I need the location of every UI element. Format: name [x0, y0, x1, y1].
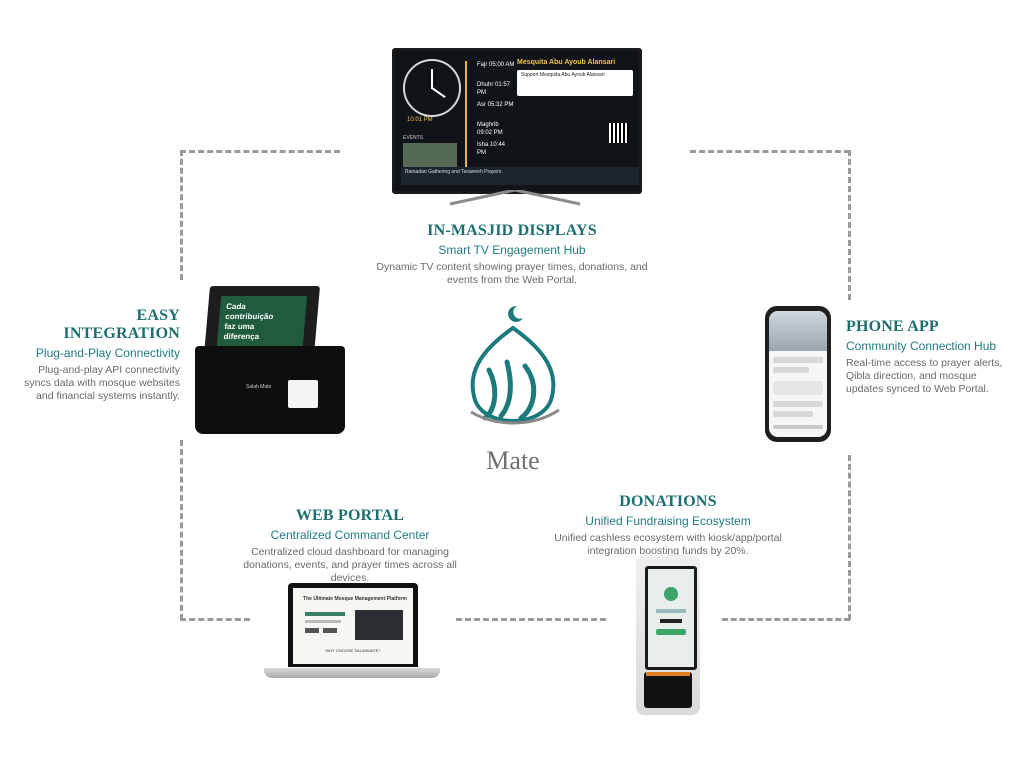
laptop-section-title: WHY CHOOSE SALAHMATE? [325, 648, 381, 653]
connector-bottom-mid [456, 618, 606, 621]
kiosk-body [195, 346, 345, 434]
feature-title: PHONE APP [846, 318, 939, 335]
tv-donation-panel: Mesquita Abu Ayoub Alansari Support Mesq… [517, 59, 633, 96]
clock-icon [403, 59, 461, 117]
feature-subtitle: Smart TV Engagement Hub [438, 243, 586, 257]
feature-title: DONATIONS [619, 493, 717, 510]
connector-right-top [848, 150, 851, 300]
feature-donations: DONATIONS Unified Fundraising Ecosystem … [548, 493, 788, 558]
feature-title: IN-MASJID DISPLAYS [427, 222, 597, 239]
qr-code-icon [609, 123, 629, 143]
card-reader-icon [288, 380, 318, 408]
connector-top-left [180, 150, 340, 153]
laptop-screen: The Ultimate Mosque Management Platform … [293, 588, 413, 664]
kiosk-screen-text: Cada contribuição faz uma diferença [223, 302, 274, 341]
kiosk-brand: Salah Mate [246, 384, 272, 390]
tv-mosque-name: Mesquita Abu Ayoub Alansari [517, 59, 616, 66]
logo-mark-icon [470, 305, 560, 425]
tv-prayer-row: Isha 10:44 PM [477, 142, 506, 156]
connector-bottom-left [180, 618, 250, 621]
laptop-base [264, 668, 440, 678]
feature-description: Dynamic TV content showing prayer times,… [376, 261, 648, 286]
feature-subtitle: Plug-and-Play Connectivity [35, 346, 180, 360]
feature-description: Unified cashless ecosystem with kiosk/ap… [554, 532, 782, 557]
tv-event-card [403, 143, 457, 171]
tv-donation-card: Support Mesquita Abu Ayoub Alansari [517, 70, 633, 96]
connector-left-top [180, 150, 183, 280]
tv-time: 10:01 PM [407, 117, 433, 123]
donation-kiosk-terminal [644, 672, 692, 708]
logo-wordmark: Mate [486, 446, 540, 475]
tv-display: 10:01 PM EVENTS Fajr 05:00 AM Dhuhr 01:5… [392, 48, 642, 194]
phone-hero-image [769, 311, 827, 351]
tv-prayer-row: Asr 05:32 PM [477, 102, 514, 108]
feature-description: Plug-and-play API connectivity syncs dat… [24, 364, 180, 402]
feature-title: EASY INTEGRATION [63, 307, 180, 342]
connector-bottom-right [722, 618, 850, 621]
tv-stand [449, 190, 581, 206]
checkmark-icon [664, 587, 678, 601]
connector-left-bottom [180, 440, 183, 620]
feature-subtitle: Unified Fundraising Ecosystem [585, 514, 751, 528]
tv-prayer-row: Dhuhr 01:57 PM [477, 82, 511, 96]
donation-kiosk-screen [645, 566, 697, 670]
laptop-device: The Ultimate Mosque Management Platform … [288, 583, 418, 667]
tv-prayer-times: Fajr 05:00 AM Dhuhr 01:57 PM Asr 05:32 P… [465, 61, 515, 167]
connector-right-bottom [848, 455, 851, 620]
tv-prayer-row: Fajr 05:00 AM [477, 62, 515, 68]
feature-displays: IN-MASJID DISPLAYS Smart TV Engagement H… [370, 222, 654, 287]
phone-screen [769, 311, 827, 437]
connector-top-right [690, 150, 850, 153]
feature-integration: EASY INTEGRATION Plug-and-Play Connectiv… [20, 307, 180, 403]
feature-subtitle: Centralized Command Center [270, 528, 430, 542]
feature-portal: WEB PORTAL Centralized Command Center Ce… [228, 507, 472, 585]
phone-device [765, 306, 831, 442]
salah-mate-logo: Mate [455, 300, 571, 490]
feature-phone: PHONE APP Community Connection Hub Real-… [846, 318, 1006, 396]
feature-subtitle: Community Connection Hub [846, 339, 997, 353]
tv-events-label: EVENTS [403, 135, 424, 141]
feature-description: Real-time access to prayer alerts, Qibla… [846, 357, 1003, 395]
tv-prayer-row: Maghrib 09:02 PM [477, 122, 503, 136]
feature-description: Centralized cloud dashboard for managing… [243, 546, 457, 584]
laptop-page-title: The Ultimate Mosque Management Platform [303, 596, 407, 602]
tv-bottom-banner: Ramadan Gathering and Taraweeh Prayers [401, 167, 639, 185]
donation-kiosk-accent [646, 672, 690, 676]
feature-title: WEB PORTAL [295, 507, 405, 524]
